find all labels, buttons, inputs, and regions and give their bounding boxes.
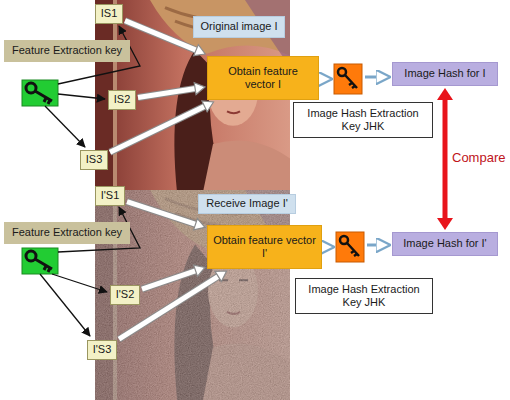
- feature-key-icon: [22, 248, 58, 274]
- sub-image-box: IS3: [80, 150, 108, 170]
- node-text: Feature Extraction key: [12, 226, 122, 239]
- hash-key-icon: [334, 64, 362, 94]
- key-arrows: [40, 26, 140, 336]
- node-text: Original image I: [200, 20, 277, 33]
- key-label-box: Feature Extraction key: [4, 40, 130, 62]
- hash-key-icon: [336, 232, 364, 262]
- compare-arrow: [437, 88, 453, 230]
- sub-image-box: IS2: [108, 90, 136, 110]
- node-text: IS3: [86, 153, 103, 166]
- hash-box: Image Hash for I': [392, 232, 498, 256]
- node-text: IS1: [101, 7, 118, 20]
- feature-arrow: [119, 271, 227, 339]
- node-text: I'S1: [101, 189, 120, 202]
- sub-image-box: I'S1: [95, 186, 125, 206]
- node-text: Obtain feature vector I': [212, 234, 317, 260]
- node-text: Image Hash for I': [403, 237, 486, 250]
- node-text: IS2: [114, 93, 131, 106]
- process-box: Obtain feature vector I': [207, 225, 322, 269]
- sub-image-box: IS1: [95, 4, 123, 24]
- node-text: I'S3: [93, 343, 112, 356]
- node-text: Image Hash for I: [404, 67, 485, 80]
- node-text: Feature Extraction key: [12, 44, 122, 57]
- feature-arrow: [127, 202, 205, 230]
- image-label-box: Original image I: [193, 16, 285, 38]
- sub-image-box: I'S3: [87, 340, 117, 360]
- node-text: Obtain feature vector I: [212, 65, 314, 91]
- sub-image-box: I'S2: [110, 285, 140, 305]
- feature-arrow: [142, 265, 205, 289]
- hash-box: Image Hash for I: [392, 62, 498, 86]
- key-label-box: Image Hash Extraction Key JHK: [293, 102, 433, 138]
- feature-arrow: [138, 83, 205, 98]
- image-label-box: Receive Image I': [198, 194, 296, 214]
- feature-key-icon: [22, 80, 58, 106]
- node-text: Receive Image I': [206, 197, 288, 210]
- node-text: Image Hash Extraction Key JHK: [298, 107, 428, 133]
- node-text: Image Hash Extraction Key JHK: [300, 283, 428, 309]
- node-text: I'S2: [116, 288, 135, 301]
- key-label-box: Feature Extraction key: [4, 222, 130, 244]
- edge-label: Compare: [452, 150, 505, 165]
- key-label-box: Image Hash Extraction Key JHK: [295, 278, 433, 314]
- process-box: Obtain feature vector I: [207, 56, 319, 100]
